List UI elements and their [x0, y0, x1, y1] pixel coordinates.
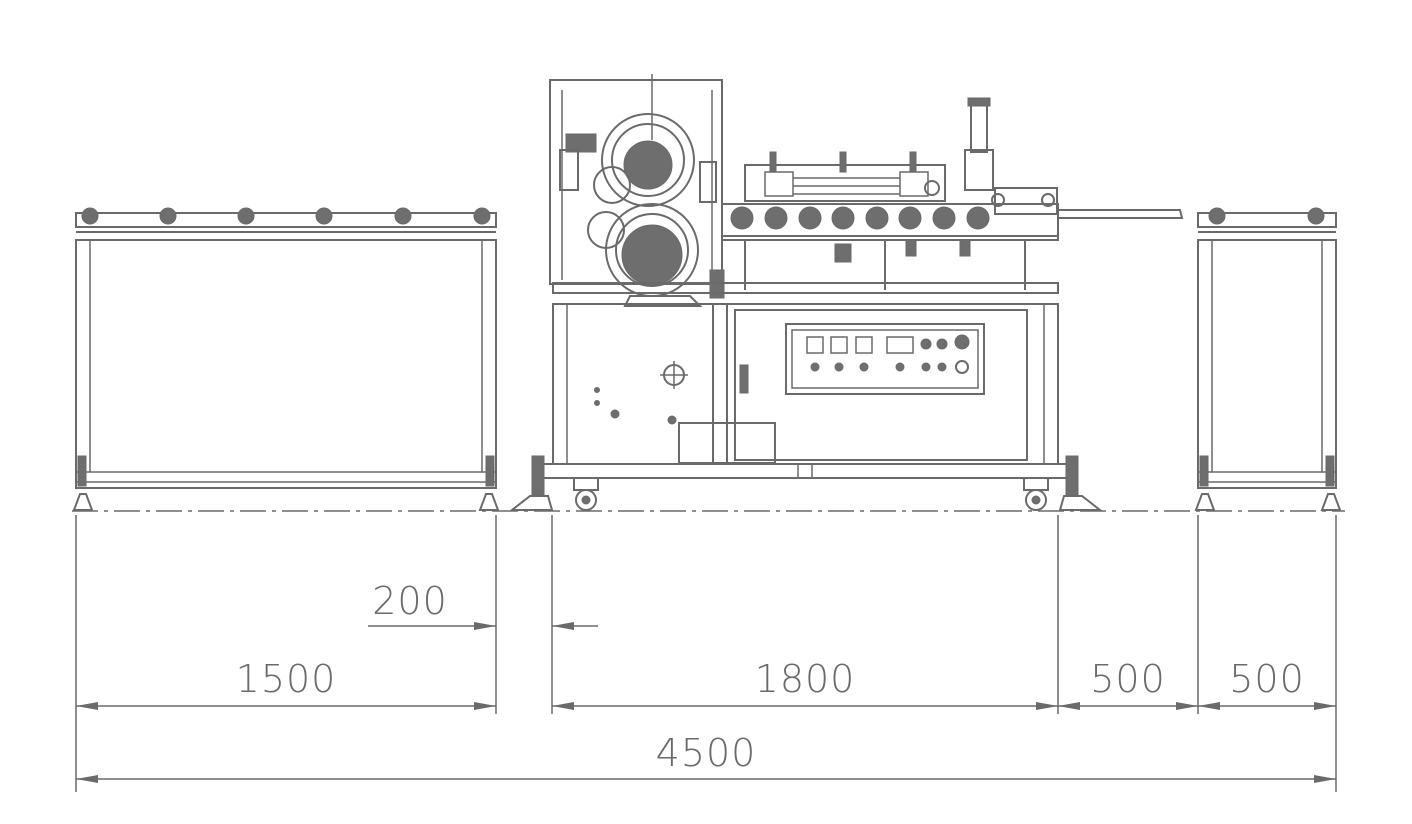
dim-left-table-1500: 1500 [236, 657, 337, 701]
dim-right-table-500: 500 [1229, 657, 1305, 701]
left-conveyor-table [72, 207, 500, 511]
right-conveyor-table [1194, 207, 1342, 511]
dimension-lines [75, 515, 1337, 792]
dim-gap-200: 200 [372, 579, 448, 623]
main-machine [509, 74, 1184, 511]
dim-right-gap-500: 500 [1090, 657, 1166, 701]
dim-main-machine-1800: 1800 [755, 657, 856, 701]
dim-overall-4500: 4500 [656, 731, 757, 775]
